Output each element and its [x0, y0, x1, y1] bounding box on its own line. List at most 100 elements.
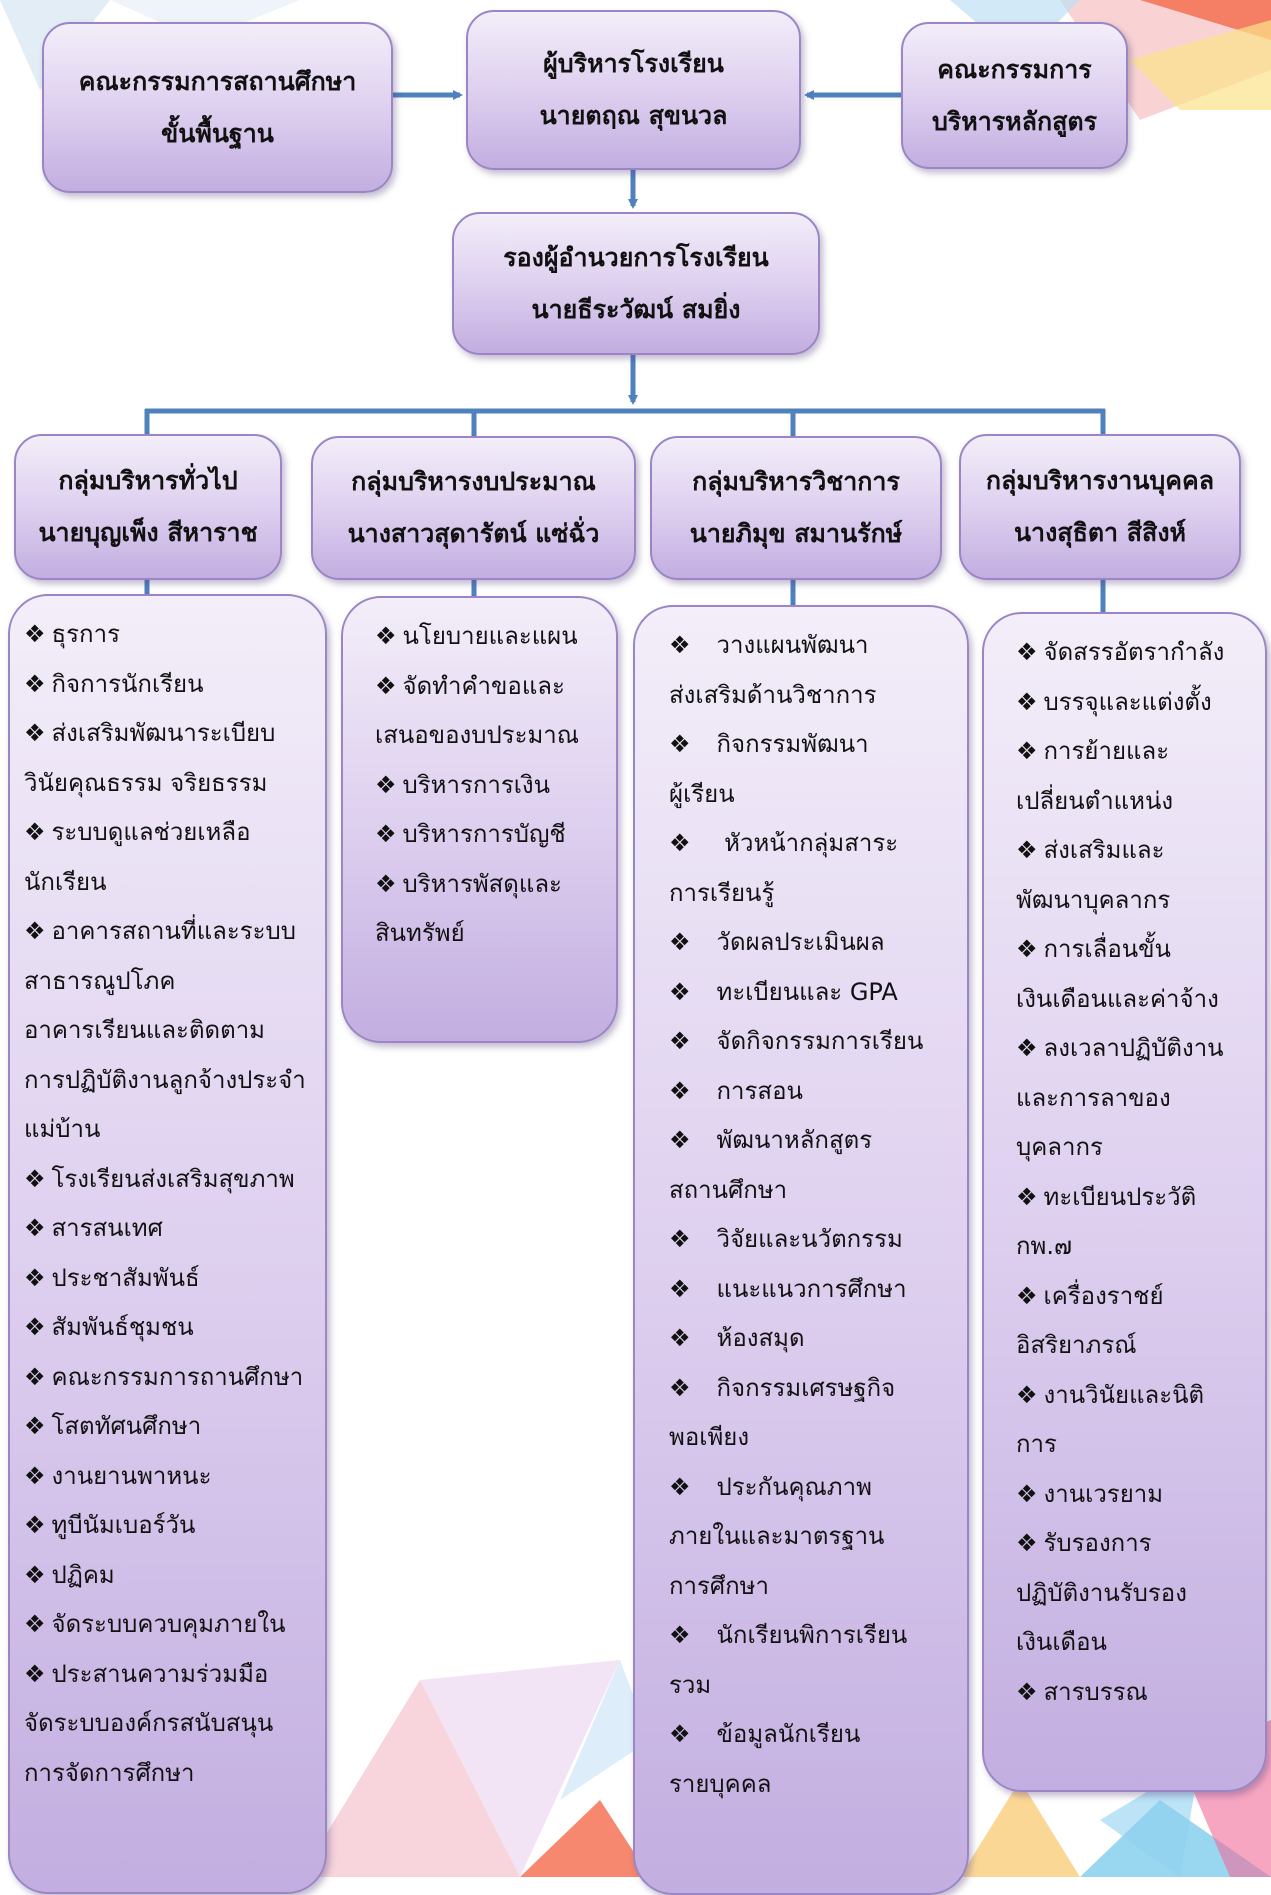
task-item-text: สารบรรณ — [1043, 1677, 1148, 1706]
diamond-bullet-icon: ❖ — [669, 829, 691, 857]
task-item-text: อาคารสถานที่และระบบ — [51, 917, 297, 945]
task-item-continuation: เงินเดือนและค่าจ้าง — [1016, 984, 1219, 1013]
diamond-bullet-icon: ❖ — [375, 869, 397, 898]
task-list-general: ❖ธุรการ❖กิจการนักเรียน❖ส่งเสริมพัฒนาระเบ… — [8, 594, 327, 1894]
task-item-text: สารสนเทศ — [51, 1214, 163, 1242]
task-item-text: จัดระบบควบคุมภายใน — [51, 1610, 286, 1638]
task-item-continuation: เสนอของบประมาณ — [375, 721, 580, 749]
task-item-text: วัดผลประเมินผล — [716, 928, 885, 956]
diamond-bullet-icon: ❖ — [375, 622, 397, 650]
task-item: ❖ทะเบียนประวัติกพ.๗ — [1016, 1173, 1251, 1272]
task-item: ❖นโยบายและแผน — [375, 612, 602, 662]
task-item: ❖อาคารสถานที่และระบบสาธารณูปโภค — [24, 907, 311, 1006]
deputy-director-box: รองผู้อำนวยการโรงเรียน นายธีระวัฒน์ สมยิ… — [452, 212, 820, 355]
task-item-text: พัฒนาหลักสูตร — [716, 1126, 873, 1154]
diamond-bullet-icon: ❖ — [1016, 1380, 1038, 1409]
task-item-text: ปฏิคม — [51, 1560, 115, 1589]
task-item-text: กิจกรรมเศรษฐกิจ — [716, 1373, 896, 1402]
task-item: ❖กิจการนักเรียน — [24, 660, 311, 710]
task-item-continuation: เปลี่ยนตำแหน่ง — [1016, 786, 1174, 815]
task-item-text: หัวหน้ากลุ่มสาระ — [716, 829, 899, 857]
task-item: ❖จัดสรรอัตรากำลัง — [1016, 628, 1251, 678]
task-item-text: ห้องสมุด — [716, 1324, 805, 1352]
task-item-text: ทะเบียนประวัติ — [1043, 1182, 1197, 1211]
task-item-text: งานเวรยาม — [1043, 1479, 1164, 1508]
task-item-continuation: ปฏิบัติงานรับรอง เงินเดือน — [1016, 1578, 1187, 1657]
task-item: ❖การย้ายและเปลี่ยนตำแหน่ง — [1016, 727, 1251, 826]
task-item-text: สัมพันธ์ชุมชน — [51, 1313, 194, 1341]
group-head: นางสุธิตา สีสิงห์ — [1013, 518, 1187, 547]
task-item-continuation: สินทรัพย์ — [375, 919, 465, 947]
task-item: ❖จัดทำคำขอและเสนอของบประมาณ — [375, 662, 602, 761]
diamond-bullet-icon: ❖ — [24, 818, 46, 846]
task-item-text: บรรจุและแต่งตั้ง — [1043, 687, 1212, 716]
diamond-bullet-icon: ❖ — [24, 1659, 46, 1688]
diamond-bullet-icon: ❖ — [669, 1027, 691, 1055]
task-item-text: กิจกรรมพัฒนา — [716, 730, 869, 758]
task-item: ❖ประชาสัมพันธ์ — [24, 1254, 311, 1304]
task-item-text: การสอน — [716, 1076, 803, 1105]
group-title-personnel: กลุ่มบริหารงานบุคคล นางสุธิตา สีสิงห์ — [959, 434, 1241, 580]
task-item: ❖พัฒนาหลักสูตรสถานศึกษา — [669, 1116, 953, 1215]
task-item-continuation: ภายในและมาตรฐาน การศึกษา — [669, 1522, 885, 1600]
task-list-personnel: ❖จัดสรรอัตรากำลัง❖บรรจุและแต่งตั้ง❖การย้… — [982, 612, 1267, 1792]
task-item: ❖จัดระบบควบคุมภายใน — [24, 1600, 311, 1650]
task-item-text: ส่งเสริมพัฒนาระเบียบ — [51, 719, 276, 747]
diamond-bullet-icon: ❖ — [1016, 935, 1038, 963]
task-item-text: จัดสรรอัตรากำลัง — [1043, 638, 1225, 666]
curriculum-line-1: คณะกรรมการ — [937, 54, 1092, 84]
task-item: ❖งานวินัยและนิติการ — [1016, 1371, 1251, 1470]
task-item-text: วิจัยและนวัตกรรม — [716, 1225, 903, 1253]
diamond-bullet-icon: ❖ — [669, 1126, 691, 1154]
task-item-text: ธุรการ — [51, 620, 120, 648]
task-item-text: ลงเวลาปฏิบัติงาน — [1043, 1034, 1224, 1062]
diamond-bullet-icon: ❖ — [1016, 1034, 1038, 1062]
group-head: นายบุญเพ็ง สีหาราช — [38, 518, 258, 547]
task-item: ❖งานยานพาหนะ — [24, 1452, 311, 1502]
task-item-text: การย้ายและ — [1043, 737, 1170, 765]
diamond-bullet-icon: ❖ — [669, 928, 691, 956]
diamond-bullet-icon: ❖ — [24, 1313, 46, 1341]
diamond-bullet-icon: ❖ — [1016, 737, 1038, 765]
task-item: ❖แนะแนวการศึกษา — [669, 1265, 953, 1315]
group-name: กลุ่มบริหารวิชาการ — [692, 467, 900, 496]
diamond-bullet-icon: ❖ — [24, 1164, 46, 1193]
diamond-bullet-icon: ❖ — [1016, 687, 1038, 716]
deputy-title: รองผู้อำนวยการโรงเรียน — [503, 242, 769, 272]
task-item-text: รับรองการ — [1043, 1529, 1152, 1557]
task-item: ❖บริหารการเงิน — [375, 761, 602, 811]
group-name: กลุ่มบริหารทั่วไป — [58, 466, 238, 495]
diamond-bullet-icon: ❖ — [24, 1461, 46, 1490]
diamond-bullet-icon: ❖ — [1016, 1479, 1038, 1508]
diamond-bullet-icon: ❖ — [669, 1373, 691, 1402]
task-item: ❖บริหารการบัญชี — [375, 810, 602, 860]
task-item-text: ข้อมูลนักเรียน — [716, 1720, 861, 1748]
task-item-continuation: และการลาของ บุคลากร — [1016, 1083, 1171, 1162]
diamond-bullet-icon: ❖ — [24, 1214, 46, 1242]
task-item-text: คณะกรรมการถานศึกษา — [51, 1362, 304, 1391]
diamond-bullet-icon: ❖ — [1016, 836, 1038, 864]
task-item: การจัดการศึกษา — [24, 1749, 311, 1799]
task-item-continuation: ผู้เรียน — [669, 779, 735, 808]
diamond-bullet-icon: ❖ — [24, 620, 46, 648]
task-item: ❖โรงเรียนส่งเสริมสุขภาพ — [24, 1155, 311, 1205]
diamond-bullet-icon: ❖ — [669, 977, 691, 1006]
task-item-continuation: จัดระบบองค์กรสนับสนุน — [24, 1709, 274, 1737]
director-name: นายตฤณ สุขนวล — [539, 101, 728, 130]
task-item: ❖สารสนเทศ — [24, 1204, 311, 1254]
task-item: ❖ทะเบียนและ GPA — [669, 968, 953, 1018]
task-item-text: บริหารการบัญชี — [402, 820, 566, 848]
task-item-text: บริหารการเงิน — [402, 770, 551, 799]
task-item: ❖รับรองการปฏิบัติงานรับรอง เงินเดือน — [1016, 1519, 1251, 1668]
diamond-bullet-icon: ❖ — [24, 1263, 46, 1292]
task-item-text: ประกันคุณภาพ — [716, 1472, 872, 1501]
curriculum-line-2: บริหารหลักสูตร — [931, 106, 1098, 136]
diamond-bullet-icon: ❖ — [669, 730, 691, 758]
task-item: ❖สัมพันธ์ชุมชน — [24, 1303, 311, 1353]
board-line-2: ขั้นพื้นฐาน — [161, 118, 274, 148]
task-item: ❖ กิจกรรมพัฒนาผู้เรียน — [669, 720, 953, 819]
task-item-continuation: ส่งเสริมด้านวิชาการ — [669, 680, 877, 709]
task-item-text: จัดกิจกรรมการเรียน — [716, 1027, 924, 1055]
diamond-bullet-icon: ❖ — [24, 1362, 46, 1391]
task-item: ❖ วัดผลประเมินผล — [669, 918, 953, 968]
